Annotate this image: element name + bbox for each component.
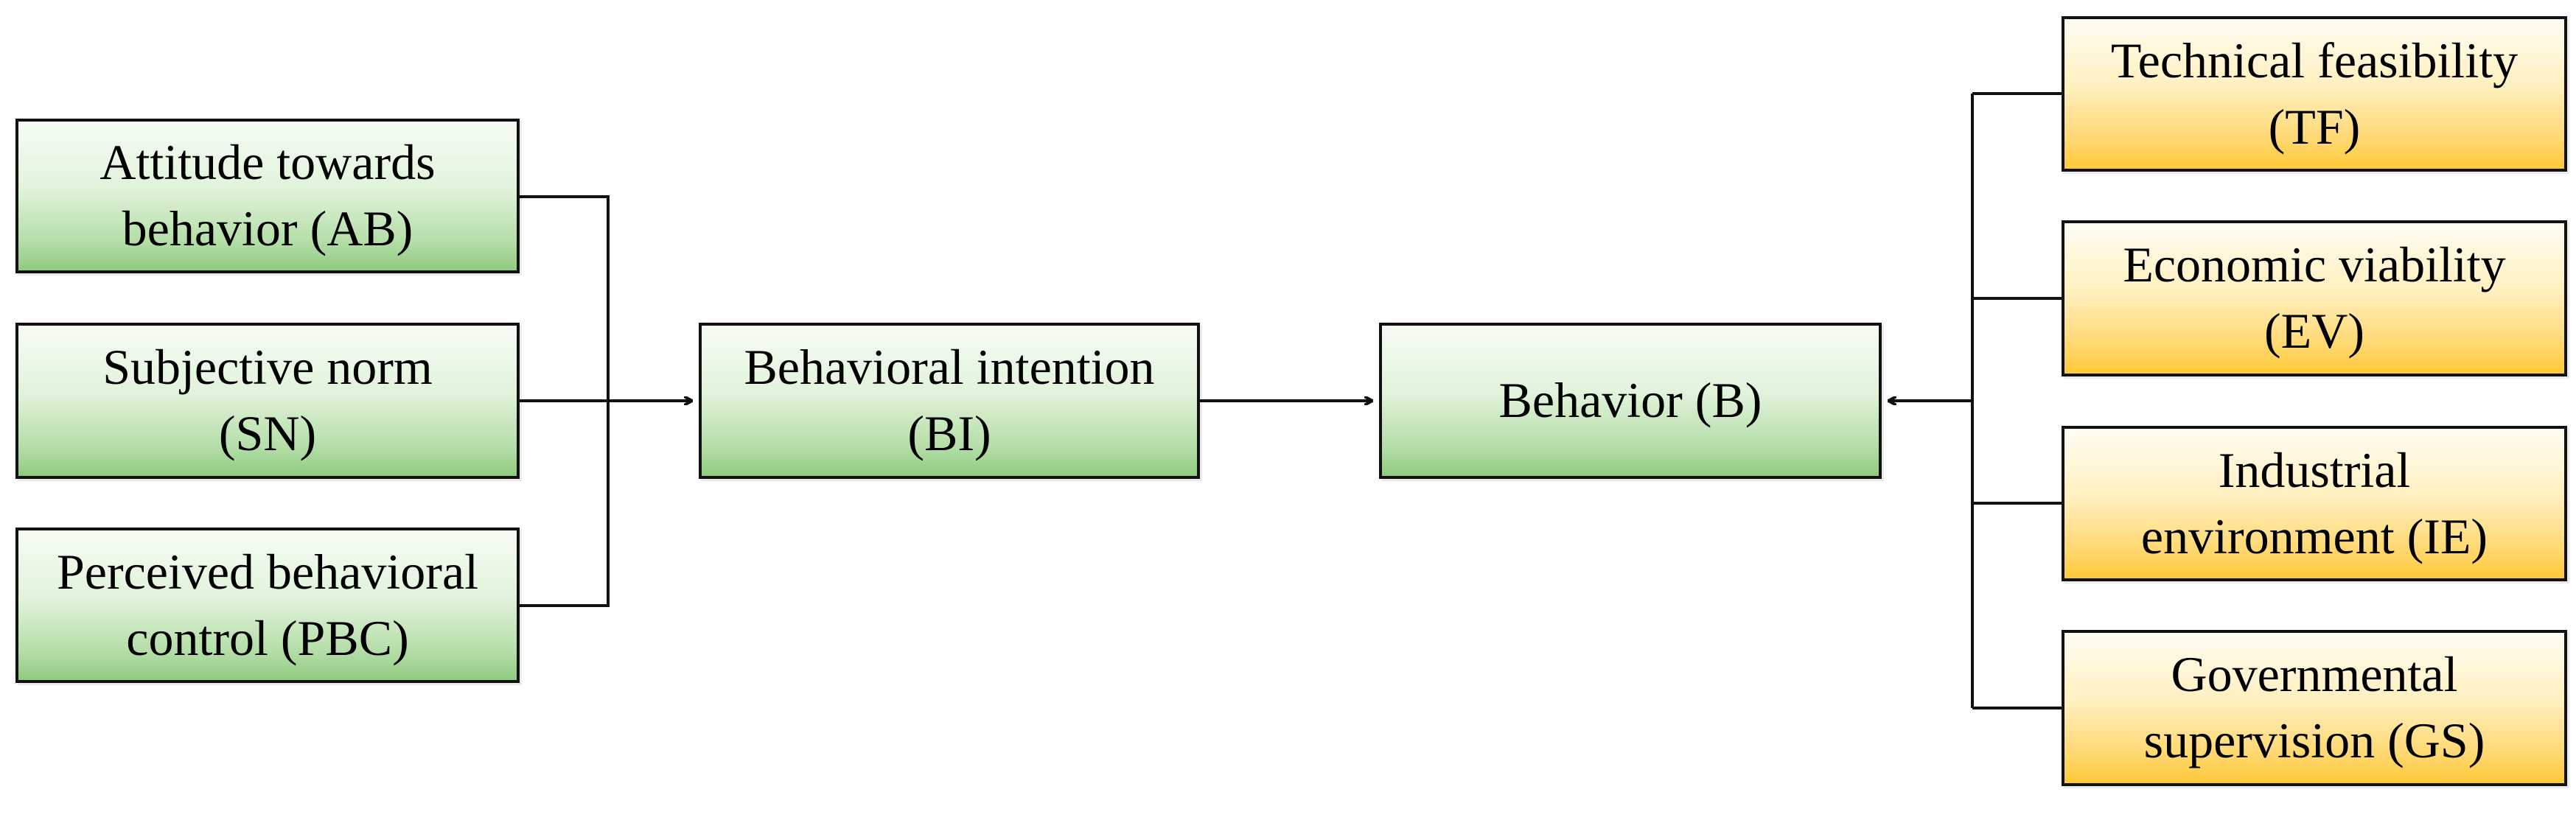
node-label: Industrial environment (IE): [2140, 441, 2488, 564]
node-behavioral-intention: Behavioral intention (BI): [699, 323, 1200, 479]
edge-ab-to-bi: [520, 195, 610, 401]
edge-pbc-to-bi: [520, 401, 610, 607]
node-label: Technical feasibility (TF): [2110, 32, 2519, 155]
node-attitude-towards-behavior: Attitude towards behavior (AB): [15, 119, 520, 273]
node-label: Behavioral intention (BI): [744, 339, 1155, 461]
node-industrial-environment: Industrial environment (IE): [2062, 426, 2567, 581]
node-subjective-norm: Subjective norm (SN): [15, 323, 520, 479]
node-governmental-supervision: Governmental supervision (GS): [2062, 630, 2567, 786]
node-label: Attitude towards behavior (AB): [100, 134, 436, 256]
node-label: Behavior (B): [1498, 372, 1762, 429]
node-label: Economic viability (EV): [2123, 236, 2506, 359]
node-perceived-behavioral-control: Perceived behavioral control (PBC): [15, 528, 520, 683]
node-economic-viability: Economic viability (EV): [2062, 220, 2567, 376]
node-label: Subjective norm (SN): [102, 339, 433, 461]
node-technical-feasibility: Technical feasibility (TF): [2062, 16, 2567, 172]
node-label: Perceived behavioral control (PBC): [56, 543, 479, 666]
node-label: Governmental supervision (GS): [2143, 646, 2485, 768]
node-behavior: Behavior (B): [1379, 323, 1882, 479]
